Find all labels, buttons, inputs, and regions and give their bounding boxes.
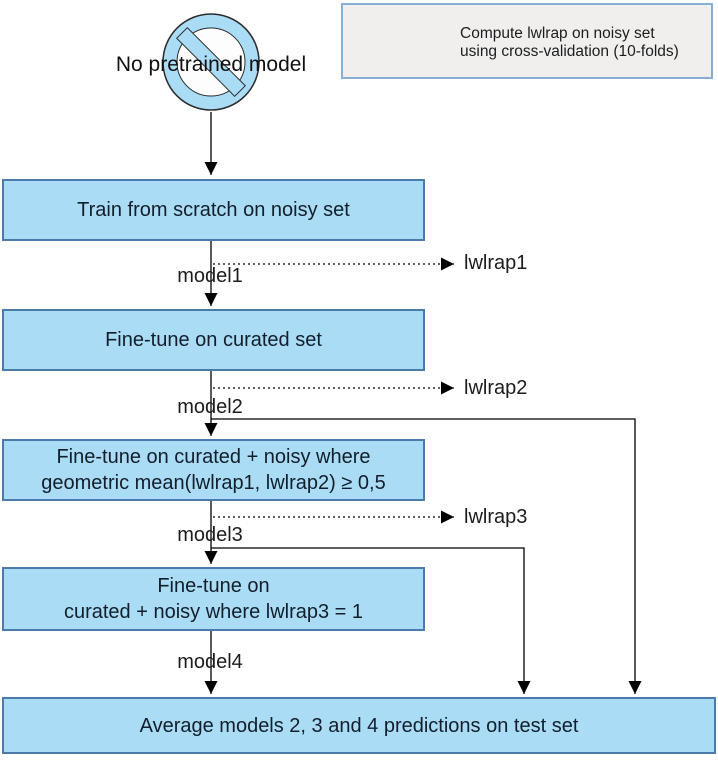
edge-label-model4: model4 [177,651,243,673]
node-average-predictions: Average models 2, 3 and 4 predictions on… [2,697,716,754]
branch-model3-to-average [211,547,531,694]
legend-line-2: using cross-validation (10-folds) [460,43,679,60]
node-finetune-lwlrap3: Fine-tune on curated + noisy where lwlra… [2,567,425,631]
node-label: Fine-tune on curated set [105,329,322,351]
node-label: Average models 2, 3 and 4 predictions on… [139,714,579,737]
node-label-line-2: geometric mean(lwlrap1, lwlrap2) ≥ 0,5 [41,472,386,494]
node-label-line-1: Fine-tune on curated + noisy where [56,446,371,468]
branch-model2-to-average [211,418,642,694]
node-train-from-scratch: Train from scratch on noisy set [2,179,425,241]
node-finetune-geometric-mean: Fine-tune on curated + noisy where geome… [2,439,425,501]
legend-box: Compute lwlrap on noisy set using cross-… [341,3,713,79]
edge-label-model2: model2 [177,396,243,418]
no-pretrained-model-label: No pretrained model [115,53,307,76]
legend-line-1: Compute lwlrap on noisy set [460,25,655,42]
metric-label-lwlrap3: lwlrap3 [464,506,528,528]
edge-label-model3: model3 [177,524,243,546]
node-label: Train from scratch on noisy set [77,199,350,221]
legend-text: Compute lwlrap on noisy set using cross-… [460,25,679,61]
node-label-line-1: Fine-tune on [157,575,270,597]
node-finetune-curated: Fine-tune on curated set [2,309,425,371]
node-label-line-2: curated + noisy where lwlrap3 = 1 [63,601,364,623]
edge-label-model1: model1 [177,265,243,287]
metric-label-lwlrap1: lwlrap1 [464,252,528,274]
no-entry-icon [162,13,260,111]
metric-label-lwlrap2: lwlrap2 [464,377,528,399]
